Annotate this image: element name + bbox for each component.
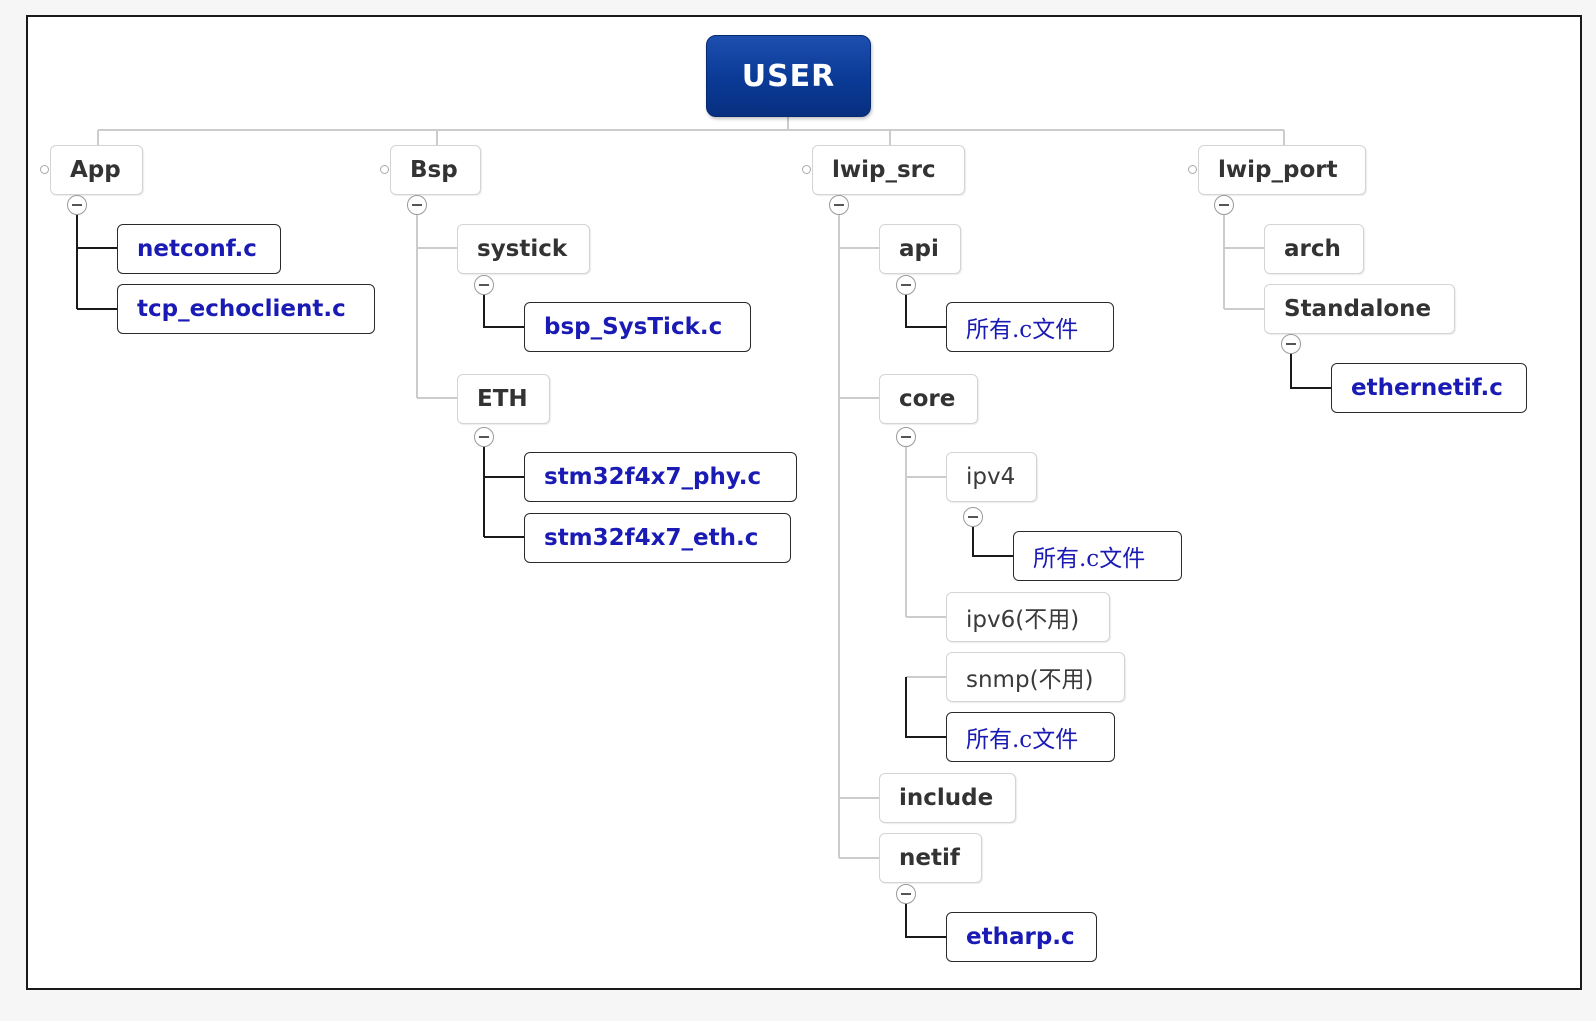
collapse-toggle-icon[interactable] <box>474 427 494 447</box>
root-label: USER <box>741 58 836 94</box>
collapse-toggle-icon[interactable] <box>474 275 494 295</box>
folder-node-standalone[interactable]: Standalone <box>1264 284 1455 334</box>
folder-label: lwip_port <box>1218 157 1338 183</box>
folder-label: systick <box>477 236 568 262</box>
folder-node-lwip-port[interactable]: lwip_port <box>1198 145 1366 195</box>
file-node-tcp-echoclient[interactable]: tcp_echoclient.c <box>117 284 375 334</box>
file-node-ipv4-all-c[interactable]: 所有.c文件 <box>1013 531 1182 581</box>
file-label: stm32f4x7_eth.c <box>544 525 759 551</box>
file-label: netconf.c <box>137 236 257 262</box>
folder-label: ETH <box>477 386 528 412</box>
collapse-toggle-icon[interactable] <box>829 195 849 215</box>
collapse-dot-icon[interactable] <box>40 165 49 174</box>
folder-node-app[interactable]: App <box>50 145 143 195</box>
folder-node-core[interactable]: core <box>879 374 978 424</box>
file-node-stm32-phy[interactable]: stm32f4x7_phy.c <box>524 452 797 502</box>
folder-label: arch <box>1284 236 1341 262</box>
folder-label: App <box>70 157 121 183</box>
folder-label: core <box>899 386 956 412</box>
folder-label: lwip_src <box>832 157 936 183</box>
file-label: 所有.c文件 <box>966 727 1079 753</box>
folder-label: ipv4 <box>966 464 1016 490</box>
folder-label: include <box>899 785 994 811</box>
folder-node-snmp[interactable]: snmp(不用) <box>946 652 1125 702</box>
collapse-toggle-icon[interactable] <box>963 507 983 527</box>
folder-node-netif[interactable]: netif <box>879 833 982 883</box>
file-node-netconf[interactable]: netconf.c <box>117 224 281 274</box>
collapse-toggle-icon[interactable] <box>1214 195 1234 215</box>
folder-label: ipv6(不用) <box>966 607 1080 633</box>
folder-label: api <box>899 236 939 262</box>
file-label: 所有.c文件 <box>1033 546 1146 572</box>
file-node-api-all-c[interactable]: 所有.c文件 <box>946 302 1114 352</box>
folder-label: netif <box>899 845 960 871</box>
root-node-user[interactable]: USER <box>706 35 871 117</box>
file-label: tcp_echoclient.c <box>137 296 346 322</box>
file-node-core-all-c[interactable]: 所有.c文件 <box>946 712 1115 762</box>
folder-node-arch[interactable]: arch <box>1264 224 1364 274</box>
file-label: ethernetif.c <box>1351 375 1503 401</box>
file-node-ethernetif[interactable]: ethernetif.c <box>1331 363 1527 413</box>
folder-label: snmp(不用) <box>966 667 1094 693</box>
collapse-toggle-icon[interactable] <box>1281 334 1301 354</box>
collapse-toggle-icon[interactable] <box>407 195 427 215</box>
folder-label: Standalone <box>1284 296 1432 322</box>
file-label: 所有.c文件 <box>966 317 1079 343</box>
folder-node-eth[interactable]: ETH <box>457 374 550 424</box>
file-node-stm32-eth[interactable]: stm32f4x7_eth.c <box>524 513 791 563</box>
collapse-toggle-icon[interactable] <box>67 195 87 215</box>
file-label: stm32f4x7_phy.c <box>544 464 762 490</box>
collapse-dot-icon[interactable] <box>380 165 389 174</box>
folder-node-systick[interactable]: systick <box>457 224 590 274</box>
folder-node-ipv6[interactable]: ipv6(不用) <box>946 592 1110 642</box>
collapse-dot-icon[interactable] <box>802 165 811 174</box>
collapse-toggle-icon[interactable] <box>896 427 916 447</box>
collapse-toggle-icon[interactable] <box>896 884 916 904</box>
file-node-etharp[interactable]: etharp.c <box>946 912 1097 962</box>
folder-node-api[interactable]: api <box>879 224 961 274</box>
file-label: etharp.c <box>966 924 1075 950</box>
collapse-toggle-icon[interactable] <box>896 275 916 295</box>
file-label: bsp_SysTick.c <box>544 314 723 340</box>
collapse-dot-icon[interactable] <box>1188 165 1197 174</box>
folder-label: Bsp <box>410 157 458 183</box>
folder-node-lwip-src[interactable]: lwip_src <box>812 145 965 195</box>
folder-node-include[interactable]: include <box>879 773 1016 823</box>
file-node-bsp-systick[interactable]: bsp_SysTick.c <box>524 302 751 352</box>
folder-node-ipv4[interactable]: ipv4 <box>946 452 1037 502</box>
folder-node-bsp[interactable]: Bsp <box>390 145 481 195</box>
